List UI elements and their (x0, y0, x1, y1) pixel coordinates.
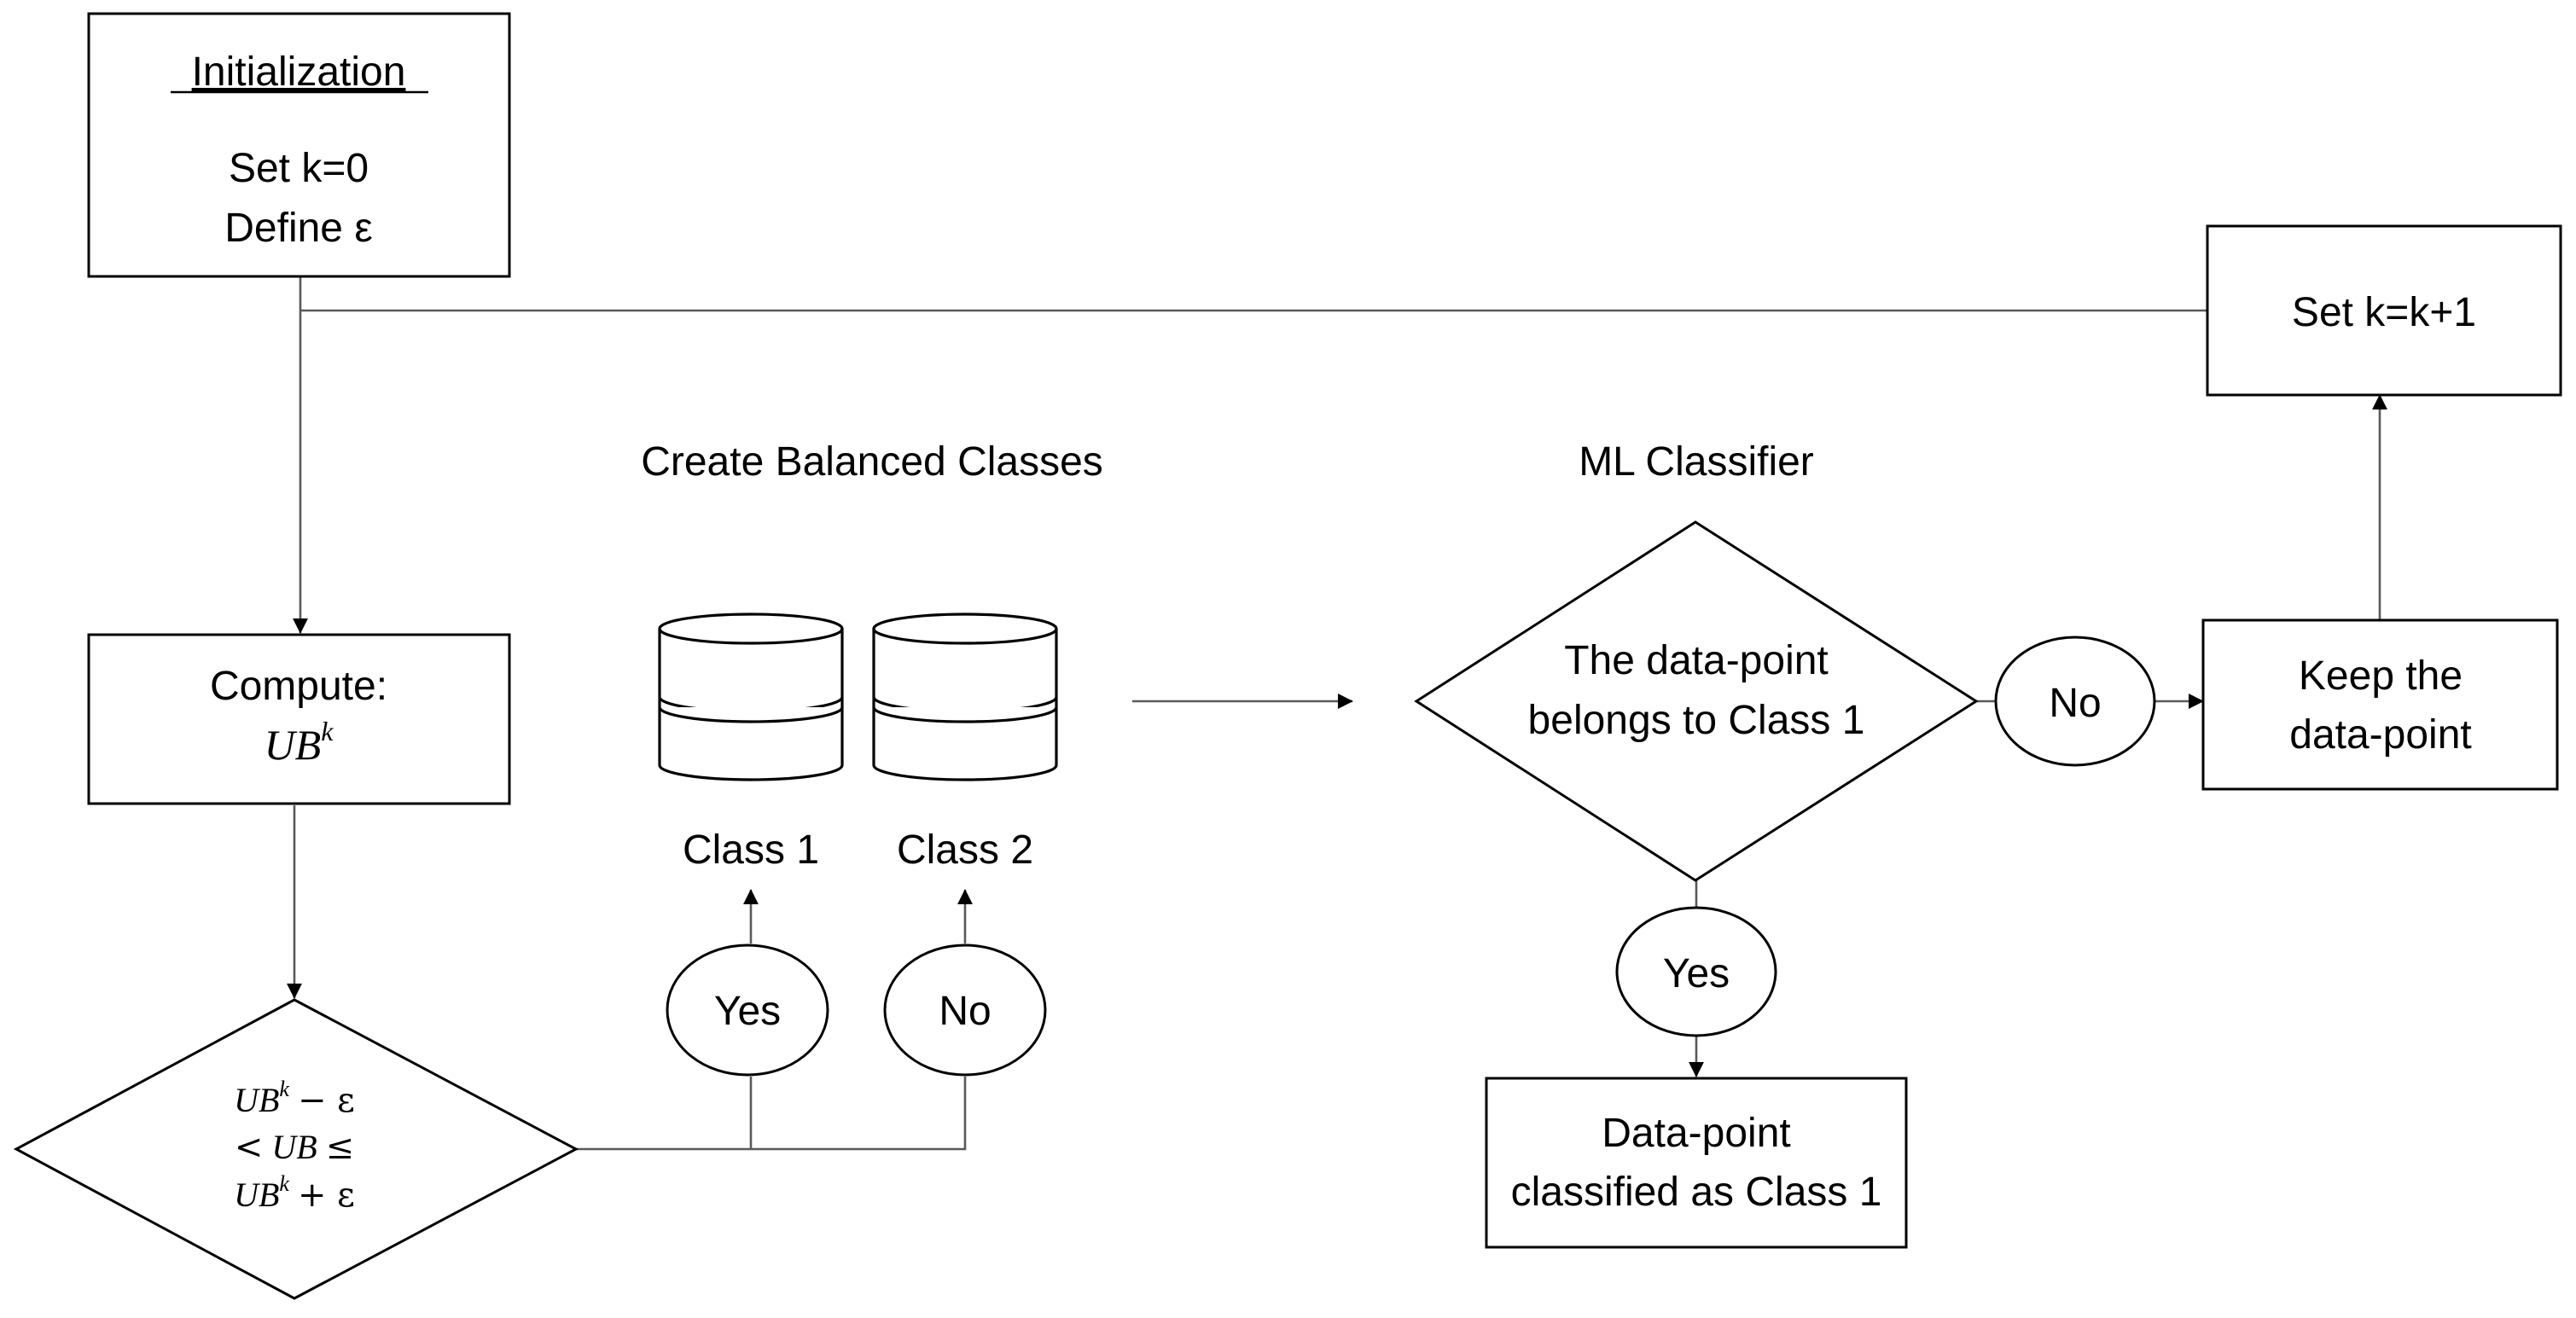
svg-text:Yes: Yes (1663, 951, 1730, 996)
balanced-classes-group: Create Balanced Classes Class 1 Class 2 … (641, 439, 1103, 1077)
condition-to-no-line (576, 1077, 967, 1151)
keep-line1: Keep the (2299, 653, 2463, 699)
init-line1: Set k=0 (229, 146, 369, 191)
classifier-title: ML Classifier (1579, 439, 1814, 485)
increment-box: Set k=k+1 (2206, 224, 2562, 397)
compute-formula: UBk (265, 716, 334, 769)
class2-database-icon (872, 613, 1058, 781)
compute-label: Compute: (210, 664, 387, 709)
condition-line1: UBk− ε (234, 1077, 355, 1120)
left-no-node: No (883, 944, 1047, 1077)
class2-label: Class 2 (897, 827, 1033, 873)
right-no-node: No (1994, 636, 2156, 767)
classified-box: Data-point classified as Class 1 (1485, 1077, 1908, 1249)
compute-sup: k (321, 716, 334, 746)
svg-text:Yes: Yes (714, 989, 781, 1034)
class1-label: Class 1 (683, 827, 819, 873)
svg-text:No: No (939, 989, 991, 1034)
class1-database-icon (658, 613, 844, 781)
classified-line1: Data-point (1602, 1111, 1790, 1156)
svg-text:No: No (2049, 681, 2101, 726)
ml-classifier-group: ML Classifier The data-point belongs to … (1414, 439, 2156, 1037)
keep-line2: data-point (2289, 712, 2472, 758)
condition-line2: <UB≤ (235, 1128, 354, 1167)
right-yes-node: Yes (1615, 906, 1777, 1037)
left-yes-node: Yes (666, 944, 829, 1077)
compute-box: Compute: UBk (87, 633, 511, 805)
condition-diamond: UBk− ε <UB≤ UBk+ ε (13, 998, 579, 1300)
init-title: Initialization (192, 49, 406, 95)
condition-line3: UBk+ ε (234, 1171, 355, 1215)
balanced-title: Create Balanced Classes (641, 439, 1103, 485)
classified-line2: classified as Class 1 (1511, 1170, 1882, 1215)
classifier-line2: belongs to Class 1 (1528, 698, 1865, 743)
increment-label: Set k=k+1 (2292, 290, 2476, 335)
init-box: Initialization Set k=0 Define ε (87, 12, 511, 278)
classifier-diamond (1414, 520, 1979, 882)
init-line2: Define ε (224, 206, 372, 251)
classifier-line1: The data-point (1564, 638, 1829, 683)
keep-box: Keep the data-point (2201, 618, 2559, 791)
connectors (287, 276, 2387, 1151)
compute-var: UB (265, 721, 322, 769)
